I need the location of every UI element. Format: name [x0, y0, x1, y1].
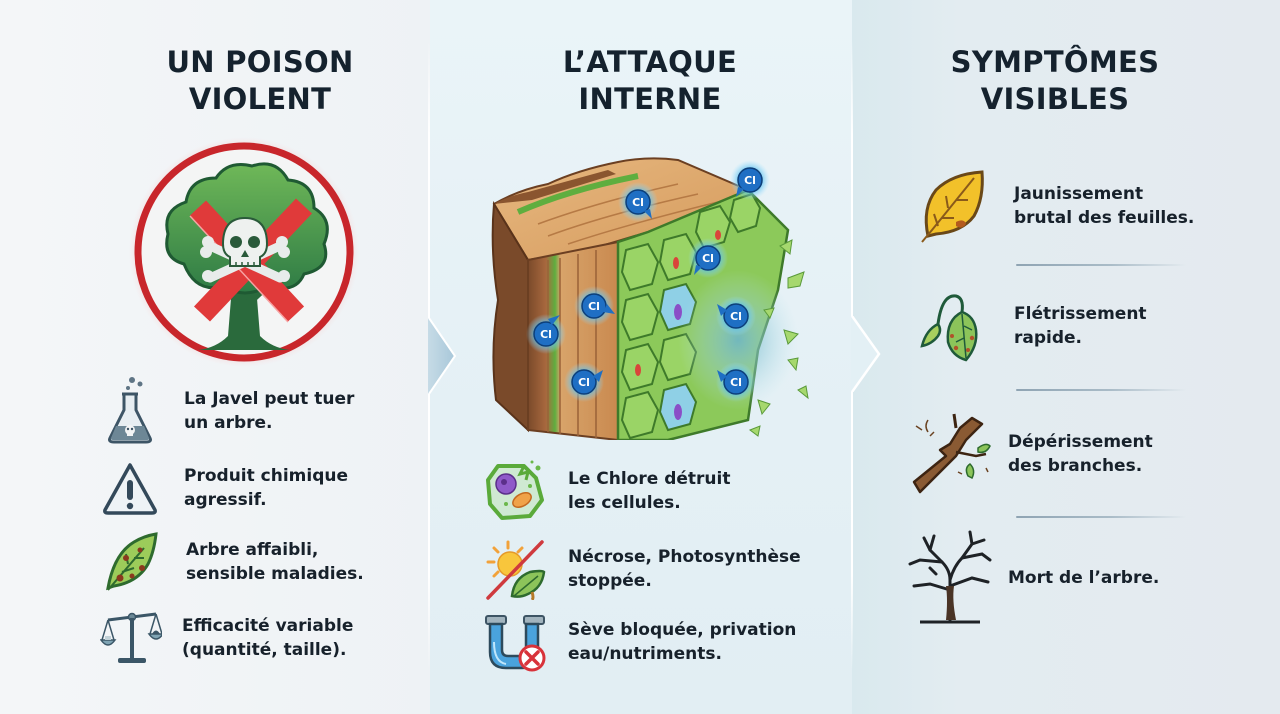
item-text-line: Flétrissement — [1014, 304, 1147, 324]
chlorine-ion: Cl — [618, 182, 658, 222]
balance-scale-icon — [100, 612, 162, 663]
item-text: Arbre affaibli, sensible maladies. — [186, 538, 364, 586]
item-text-line: un arbre. — [184, 413, 273, 433]
svg-text:Cl: Cl — [730, 310, 742, 323]
column-symptoms-panel — [852, 0, 1280, 714]
item-text-line: eau/nutriments. — [568, 644, 722, 664]
chlorine-ion: Cl — [716, 362, 756, 402]
item-text: Efficacité variable (quantité, taille). — [182, 614, 353, 662]
heading-line: SYMPTÔMES — [950, 45, 1160, 79]
broken-branch-icon — [912, 413, 991, 494]
list-item: La Javel peut tuer un arbre. — [102, 376, 354, 446]
item-text-line: rapide. — [1014, 328, 1083, 348]
item-text-line: agressif. — [184, 490, 267, 510]
item-text-line: Produit chimique — [184, 466, 349, 486]
yellow-leaf-icon — [921, 170, 984, 243]
chlorine-ion: Cl — [564, 362, 604, 402]
chlorine-ion: Cl — [574, 286, 615, 326]
diseased-leaf-icon — [106, 532, 158, 591]
svg-text:Cl: Cl — [730, 376, 742, 389]
item-text-line: Le Chlore détruit — [568, 469, 731, 489]
list-item: Produit chimique agressif. — [102, 460, 348, 516]
item-text-line: sensible maladies. — [186, 564, 364, 584]
heading-line: VIOLENT — [188, 82, 332, 116]
item-text: Flétrissement rapide. — [1014, 302, 1147, 350]
item-text: Dépérissement des branches. — [1008, 430, 1153, 478]
svg-text:Cl: Cl — [632, 196, 644, 209]
item-text: Nécrose, Photosynthèse stoppée. — [568, 545, 801, 593]
no-photosynthesis-icon — [486, 540, 546, 600]
list-item: Jaunissement brutal des feuilles. — [918, 168, 1194, 244]
chlorine-ion: Cl — [730, 160, 770, 200]
svg-text:Cl: Cl — [588, 300, 600, 313]
damaged-cell-icon — [486, 460, 544, 520]
item-text-line: Arbre affaibli, — [186, 540, 319, 560]
list-item: Sève bloquée, privation eau/nutriments. — [484, 612, 796, 672]
chevron-right-icon — [428, 318, 457, 394]
svg-text:Cl: Cl — [540, 328, 552, 341]
item-text-line: Efficacité variable — [182, 616, 354, 636]
list-item: Arbre affaibli, sensible maladies. — [104, 532, 364, 592]
item-text-line: (quantité, taille). — [182, 640, 347, 660]
item-text-line: Nécrose, Photosynthèse — [568, 547, 801, 567]
poisoned-tree-badge-icon — [129, 137, 359, 367]
item-text: La Javel peut tuer un arbre. — [184, 387, 354, 435]
separator — [1016, 389, 1186, 391]
list-item: Nécrose, Photosynthèse stoppée. — [484, 538, 801, 600]
item-text: Produit chimique agressif. — [184, 464, 348, 512]
item-text-line: Sève bloquée, privation — [568, 620, 797, 640]
item-text: Mort de l’arbre. — [1008, 566, 1159, 590]
wood-cross-section-illustration: Cl Cl Cl Cl Cl Cl — [491, 157, 809, 440]
heading-line: UN POISON — [166, 45, 354, 79]
item-text-line: Jaunissement — [1014, 184, 1144, 204]
list-item: Mort de l’arbre. — [906, 530, 1159, 626]
item-text-line: des branches. — [1008, 456, 1143, 476]
chlorine-ion: Cl — [526, 314, 566, 354]
dead-tree-icon — [908, 530, 992, 624]
item-text-line: brutal des feuilles. — [1014, 208, 1195, 228]
list-item: Dépérissement des branches. — [906, 412, 1153, 496]
chlorine-ion: Cl — [688, 238, 728, 278]
heading-line: L’ATTAQUE — [562, 45, 738, 79]
warning-triangle-icon — [103, 463, 157, 515]
heading-line: INTERNE — [578, 82, 722, 116]
item-text: Sève bloquée, privation eau/nutriments. — [568, 618, 796, 666]
heading-attack: L’ATTAQUE INTERNE — [495, 44, 805, 118]
chlorine-ion: Cl — [716, 296, 756, 336]
heading-symptoms: SYMPTÔMES VISIBLES — [885, 44, 1225, 118]
list-item: Le Chlore détruit les cellules. — [484, 460, 730, 522]
chevron-right-icon — [851, 316, 881, 392]
heading-line: VISIBLES — [980, 82, 1130, 116]
item-text: Le Chlore détruit les cellules. — [568, 467, 730, 515]
heading-poison: UN POISON VIOLENT — [100, 44, 420, 118]
poison-flask-icon — [108, 377, 152, 444]
wilted-leaves-icon — [920, 294, 978, 362]
item-text-line: les cellules. — [568, 493, 681, 513]
svg-text:Cl: Cl — [702, 252, 714, 265]
blocked-pipe-icon — [485, 615, 546, 672]
separator — [1016, 264, 1186, 266]
item-text: Jaunissement brutal des feuilles. — [1014, 182, 1194, 230]
item-text-line: Mort de l’arbre. — [1008, 568, 1160, 588]
item-text-line: stoppée. — [568, 571, 652, 591]
svg-text:Cl: Cl — [578, 376, 590, 389]
item-text-line: La Javel peut tuer — [184, 389, 355, 409]
separator — [1016, 516, 1186, 518]
svg-text:Cl: Cl — [744, 174, 756, 187]
list-item: Flétrissement rapide. — [916, 290, 1147, 362]
item-text-line: Dépérissement — [1008, 432, 1153, 452]
list-item: Efficacité variable (quantité, taille). — [100, 610, 353, 666]
